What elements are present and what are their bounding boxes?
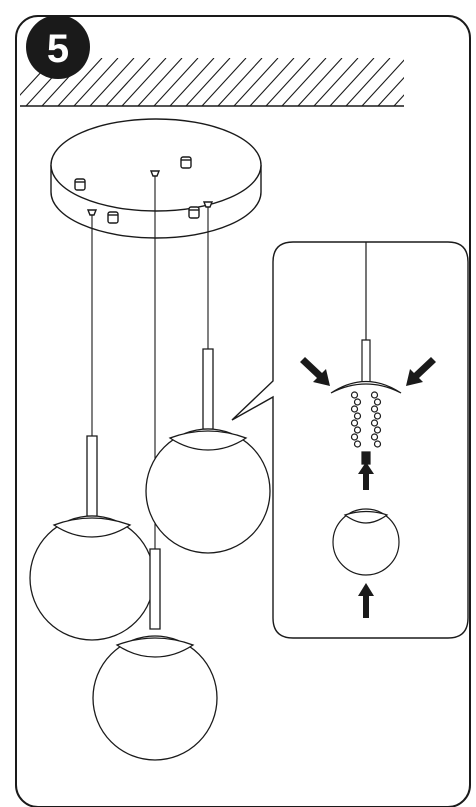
canopy-screw-4 bbox=[189, 207, 199, 218]
arrow-right-diagonal bbox=[406, 357, 436, 386]
hatch-line bbox=[282, 58, 326, 106]
hatch-line bbox=[378, 58, 422, 106]
pendant-globe-right bbox=[146, 349, 270, 553]
chain-bead bbox=[352, 392, 358, 398]
hatch-line bbox=[154, 58, 198, 106]
chain-bead bbox=[352, 434, 358, 440]
chain-bead bbox=[355, 413, 361, 419]
hatch-line bbox=[362, 58, 406, 106]
chain-bead bbox=[375, 399, 381, 405]
bead-chain bbox=[352, 392, 381, 447]
chain-bead bbox=[372, 392, 378, 398]
hatch-line bbox=[170, 58, 214, 106]
hatch-line bbox=[218, 58, 262, 106]
hatch-line bbox=[122, 58, 166, 106]
ceiling-hatch bbox=[10, 58, 476, 106]
canopy-screw-1 bbox=[75, 179, 85, 190]
hatch-line bbox=[426, 58, 470, 106]
detail-rod bbox=[362, 340, 370, 382]
hatch-line bbox=[346, 58, 390, 106]
detail-globe bbox=[333, 509, 399, 575]
hatch-line bbox=[234, 58, 278, 106]
chain-bead bbox=[352, 420, 358, 426]
hatch-line bbox=[138, 58, 182, 106]
chain-bead bbox=[372, 420, 378, 426]
canopy-screw-2 bbox=[181, 157, 191, 168]
pendant-globe-center bbox=[93, 549, 217, 760]
detail-shade-cap bbox=[331, 382, 401, 394]
cable-gland-3 bbox=[204, 202, 212, 207]
step-badge: 5 bbox=[26, 15, 90, 79]
cable-gland-1 bbox=[88, 210, 96, 215]
hatch-line bbox=[74, 58, 118, 106]
canopy-screw-3 bbox=[108, 212, 118, 223]
hatch-line bbox=[298, 58, 342, 106]
hatch-line bbox=[314, 58, 358, 106]
hatch-line bbox=[250, 58, 294, 106]
chain-bead bbox=[355, 427, 361, 433]
chain-bead bbox=[355, 399, 361, 405]
detail-callout bbox=[232, 242, 468, 638]
pendant-globe-left bbox=[30, 436, 154, 640]
chain-bead bbox=[372, 434, 378, 440]
chain-bead bbox=[375, 441, 381, 447]
hatch-line bbox=[330, 58, 374, 106]
arrow-left-diagonal bbox=[300, 357, 330, 386]
chain-bead bbox=[355, 441, 361, 447]
step-number: 5 bbox=[47, 27, 69, 71]
hatch-line bbox=[58, 58, 102, 106]
chain-bead bbox=[372, 406, 378, 412]
detail-contents bbox=[331, 242, 401, 575]
hatch-line bbox=[202, 58, 246, 106]
hatch-line bbox=[106, 58, 150, 106]
hatch-line bbox=[394, 58, 438, 106]
hatch-line bbox=[90, 58, 134, 106]
cable-gland-2 bbox=[151, 171, 159, 176]
hatch-line bbox=[266, 58, 310, 106]
hatch-line bbox=[458, 58, 476, 106]
canopy bbox=[51, 119, 261, 238]
push-arrow-icon bbox=[300, 357, 436, 618]
chain-bead bbox=[352, 406, 358, 412]
hatch-line bbox=[186, 58, 230, 106]
arrow-up-lower bbox=[358, 583, 374, 618]
arrow-up-upper bbox=[358, 462, 374, 490]
panel-border bbox=[16, 16, 470, 807]
chain-bead bbox=[375, 413, 381, 419]
chain-bead bbox=[375, 427, 381, 433]
hatch-line bbox=[410, 58, 454, 106]
